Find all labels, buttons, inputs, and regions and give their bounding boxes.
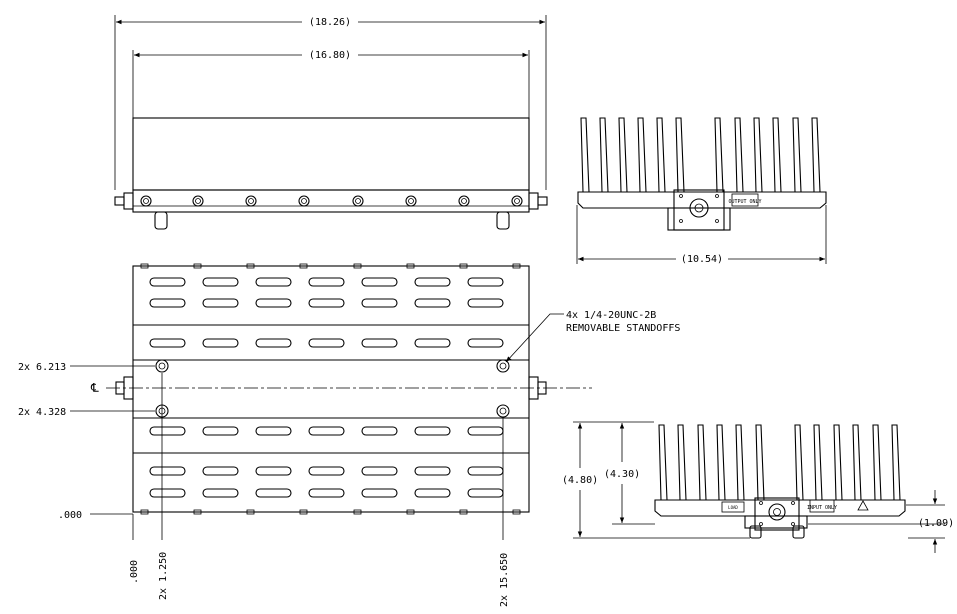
overall-height-label: (4.80) <box>562 475 598 486</box>
heatsink-base <box>577 191 827 209</box>
foot <box>496 211 510 230</box>
connector-right <box>528 192 539 210</box>
end-view-bottom: LOAD INPUT ONLY (4.80) (4.30) (1.09) <box>562 421 954 553</box>
output-only-label: OUTPUT ONLY <box>728 199 761 205</box>
vent-slots <box>149 277 504 498</box>
centerline-symbol: ℄ <box>90 381 99 395</box>
ordinate-y-000: .000 <box>58 510 82 521</box>
input-only-label: INPUT ONLY <box>807 505 837 511</box>
standoff-note-line1: 4x 1/4-20UNC-2B <box>566 310 656 321</box>
ordinate-x-000: .000 <box>129 560 140 584</box>
ordinate-x-15650: 2x 15.650 <box>499 553 510 607</box>
standoff-note-line2: REMOVABLE STANDOFFS <box>566 323 680 334</box>
width-label: (10.54) <box>681 254 723 265</box>
output-connector <box>689 198 709 218</box>
body-length-label: (16.80) <box>309 50 351 61</box>
mount-block <box>744 515 808 529</box>
ordinate-y-4328: 2x 4.328 <box>18 407 66 418</box>
front-view: (18.26) (16.80) <box>114 15 548 230</box>
end-view-top: OUTPUT ONLY (10.54) <box>576 117 827 265</box>
heatsink-fins <box>580 117 821 193</box>
edge-tabs <box>140 263 521 515</box>
connector-left <box>123 192 134 210</box>
output-only-label-plate <box>731 193 759 207</box>
standoffs <box>155 359 510 418</box>
connector-left-tip <box>114 196 125 206</box>
load-label: LOAD <box>728 505 738 510</box>
connector-right-tip <box>537 196 548 206</box>
ordinate-y-6213: 2x 6.213 <box>18 362 66 373</box>
heatsink-base <box>654 499 906 517</box>
input-connector <box>768 503 786 521</box>
mount-block <box>667 207 731 231</box>
overall-length-label: (18.26) <box>309 17 351 28</box>
ordinate-x-1250: 2x 1.250 <box>158 552 169 600</box>
base-plate <box>132 189 530 213</box>
fin-height-label: (4.30) <box>604 469 640 480</box>
bolt-row <box>140 195 523 207</box>
foot <box>154 211 168 230</box>
standoff-leader <box>505 313 564 363</box>
heatsink-fins <box>658 424 901 501</box>
load-label-plate <box>721 501 745 513</box>
input-connector-flange <box>754 497 800 531</box>
output-connector-flange <box>673 189 725 231</box>
plan-view: ℄ 4x 1/4-20UNC-2B REMOVABLE STANDOFFS 2x… <box>18 263 680 607</box>
input-only-label-plate <box>809 499 835 513</box>
enclosure-cover <box>132 117 530 191</box>
warning-icon <box>857 500 869 511</box>
base-height-label: (1.09) <box>918 518 954 529</box>
